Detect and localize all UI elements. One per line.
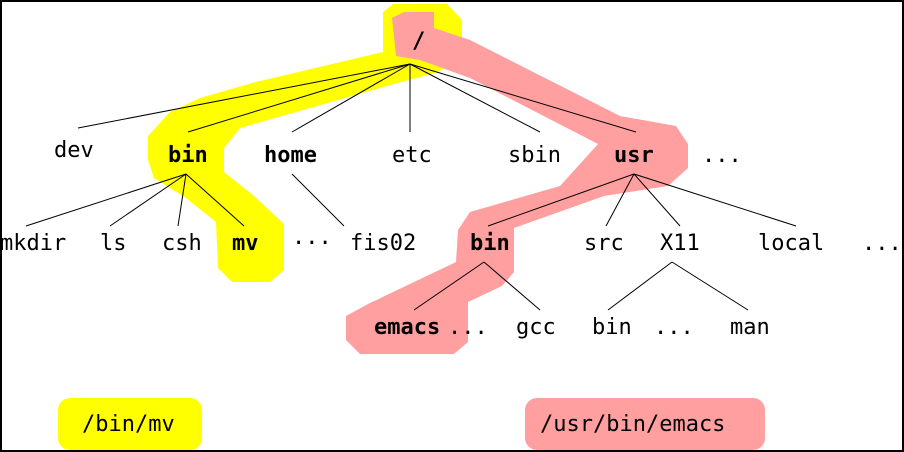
edge-usr-local xyxy=(633,173,797,227)
node-dev: dev xyxy=(54,138,94,163)
edge-bin-ls xyxy=(109,173,187,227)
path-label-box-bin-mv xyxy=(58,398,202,450)
edge-home-fis02 xyxy=(291,173,345,227)
node-root-more: ... xyxy=(702,143,742,168)
edge-usr-bin xyxy=(487,173,635,227)
node-bin-more: ··· xyxy=(292,231,332,256)
node-home: home xyxy=(264,143,317,168)
edge-root-bin xyxy=(187,63,411,133)
node-man: man xyxy=(730,315,770,340)
node-usr-more: ... xyxy=(862,231,902,256)
path-label-box-usr-bin-emacs xyxy=(525,398,765,450)
node-emacs: emacs xyxy=(374,315,440,340)
node-x11-bin: bin xyxy=(592,315,632,340)
node-gcc: gcc xyxy=(516,315,556,340)
path-label-bin-mv: /bin/mv xyxy=(82,412,175,437)
edge-usrbin-emacs xyxy=(413,261,485,311)
path-label-usr-bin-emacs: /usr/bin/emacs xyxy=(540,412,725,437)
highlight-path-usr-bin-emacs xyxy=(346,12,688,354)
node-sbin: sbin xyxy=(508,143,561,168)
edge-usr-src xyxy=(605,173,635,227)
node-etc: etc xyxy=(392,143,432,168)
edge-bin-mv xyxy=(185,173,245,227)
highlight-path-bin-mv xyxy=(148,4,462,282)
node-bin: bin xyxy=(168,143,208,168)
node-mkdir: mkdir xyxy=(0,231,66,256)
edge-root-usr xyxy=(409,63,637,133)
node-x11-more: ... xyxy=(654,315,694,340)
node-csh: csh xyxy=(162,231,202,256)
edge-root-home xyxy=(291,63,411,133)
node-local: local xyxy=(758,231,824,256)
node-usr-bin-more: ... xyxy=(448,315,488,340)
edge-x11-man xyxy=(671,261,749,311)
edge-x11-bin xyxy=(607,261,673,311)
node-usr-bin: bin xyxy=(470,231,510,256)
node-fis02: fis02 xyxy=(350,231,416,256)
node-usr: usr xyxy=(614,143,654,168)
node-x11: X11 xyxy=(660,231,700,256)
node-ls: ls xyxy=(100,231,127,256)
edge-usrbin-gcc xyxy=(483,261,541,311)
edge-root-sbin xyxy=(409,63,541,133)
edge-usr-x11 xyxy=(633,173,681,227)
node-mv: mv xyxy=(232,231,259,256)
edge-bin-csh xyxy=(177,173,187,227)
edge-root-dev xyxy=(77,63,411,129)
edge-bin-mkdir xyxy=(25,173,187,227)
node-root: / xyxy=(412,29,425,54)
node-src: src xyxy=(584,231,624,256)
